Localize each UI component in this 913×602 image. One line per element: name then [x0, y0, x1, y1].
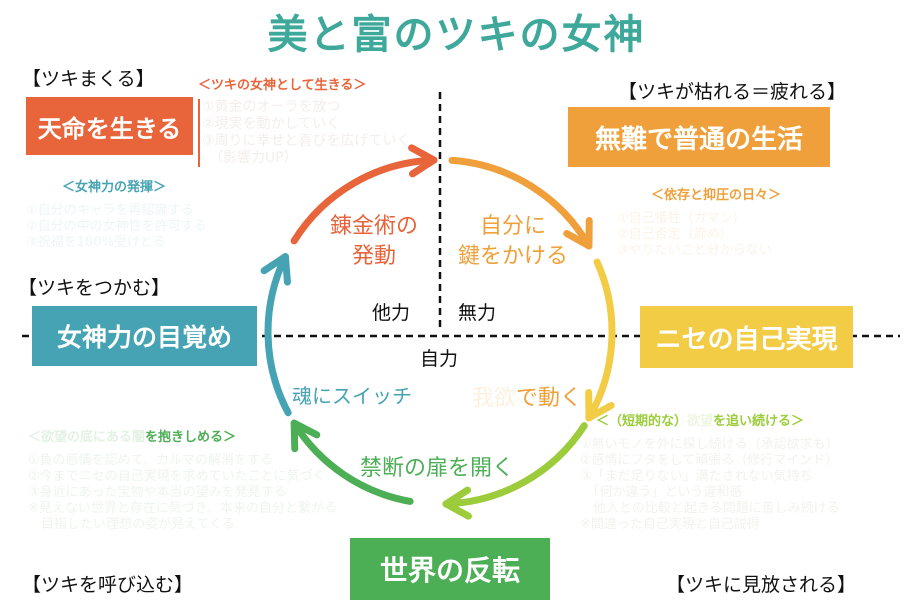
- arrow-lime-head: [442, 486, 472, 520]
- list-item: ③「まだ足りない」満たされない気持ち: [580, 469, 813, 484]
- list-item: ③身近にあった宝物や本当の望みを発見する: [28, 485, 287, 500]
- arrow-orange-head: [563, 216, 593, 250]
- label-tsuki-yobikomu: 【ツキを呼び込む】: [22, 574, 194, 596]
- list-item: （影響力UP）: [202, 150, 298, 166]
- section-yokubou: ＜欲望の底にある闇を抱きしめる＞ ①負の感情を認めて、カルマの解消をする ②今ま…: [28, 430, 337, 532]
- label-tsuki-kareru: 【ツキが枯れる＝疲れる】: [618, 81, 847, 103]
- label-tsuki-mihanasareru: 【ツキに見放される】: [666, 574, 857, 596]
- list-item: ③祝福を100%受けとる: [26, 235, 166, 250]
- axis-jiriki: 自力: [420, 348, 459, 370]
- axis-tariki: 他力: [372, 302, 411, 324]
- arrow-teal: [264, 253, 292, 417]
- list-item: ①無いモノを外に探し続ける（承認欲求も）: [580, 437, 839, 452]
- box-megami: 女神力の目覚め: [32, 306, 257, 366]
- box-nise: ニセの自己実現: [640, 306, 853, 368]
- label-kagi: 自分に鍵をかける: [458, 214, 569, 269]
- label-renkin: 錬金術の発動: [330, 214, 419, 269]
- list-item: ②現実を動かしていく: [202, 116, 341, 132]
- arrow-yellow-head: [585, 388, 615, 422]
- arrow-lime: [442, 422, 588, 508]
- label-tsuki-makuru: 【ツキまくる】: [22, 68, 155, 90]
- list-item: ①黄金のオーラを放つ: [202, 99, 341, 115]
- arrow-yellow: [585, 258, 616, 422]
- label-gayoku: 我欲で動く: [472, 386, 583, 411]
- list-item: ②感情にフタをして頑張る（修行マインド）: [580, 453, 839, 468]
- arrow-orange: [448, 156, 593, 250]
- list-item: ②自分の中の女神性を許可する: [26, 219, 207, 234]
- section-tanki: ＜（短期的な）欲望を追い続ける＞ ①無いモノを外に探し続ける（承認欲求も） ②感…: [580, 414, 840, 532]
- box-sekai: 世界の反転: [350, 538, 550, 600]
- section-tsuki-megami: ＜ツキの女神として生きる＞ ①黄金のオーラを放つ ②現実を動かしていく ③周りに…: [198, 78, 411, 167]
- list-item: 「何か違う」という違和感: [580, 485, 743, 500]
- label-tamashii: 魂にスイッチ: [292, 384, 412, 408]
- arrow-green-head: [290, 419, 321, 453]
- list-item: ①自分のキャラを再認識する: [26, 203, 194, 218]
- page-title: 美と富のツキの女神: [267, 12, 646, 58]
- list-item: ②自己否定（諦め）: [617, 227, 733, 242]
- arrow-teal-head: [260, 253, 291, 286]
- list-item: ③周りに幸せと喜びを広げていく: [202, 133, 411, 149]
- list-item: ①自己犠牲（ガマン）: [617, 211, 746, 226]
- list-item: ※見えない世界と存在に気づき、本来の自分と繋がる: [28, 501, 337, 516]
- axis-muryoku: 無力: [458, 302, 497, 324]
- list-item: ②今までニセの自己実現を求めていたことに気づく: [28, 469, 326, 484]
- list-item: ③やりたいこと分からない: [617, 243, 772, 258]
- arrow-red-head: [408, 144, 438, 178]
- box-bunan: 無難で普通の生活: [568, 107, 830, 167]
- label-tobira: 禁断の扉を開く: [360, 456, 515, 481]
- list-item: ①負の感情を認めて、カルマの解消をする: [28, 453, 274, 468]
- box-tenmei: 天命を生きる: [26, 97, 193, 155]
- arrow-red: [290, 156, 438, 245]
- list-item: 目指したい理想の姿が見えてくる: [28, 517, 235, 532]
- list-item: 他人との比較と起きる問題に苦しみ続ける: [580, 501, 840, 516]
- arrow-green: [290, 419, 414, 505]
- section-izon: ＜依存と抑圧の日々＞ ①自己犠牲（ガマン） ②自己否定（諦め） ③やりたいこと分…: [617, 188, 782, 258]
- section-megami-ryoku: ＜女神力の発揮＞ ①自分のキャラを再認識する ②自分の中の女神性を許可する ③祝…: [26, 180, 207, 250]
- label-tsuki-tsukamu: 【ツキをつかむ】: [18, 277, 171, 299]
- list-item: ※間違った自己実現と自己説得: [580, 517, 760, 532]
